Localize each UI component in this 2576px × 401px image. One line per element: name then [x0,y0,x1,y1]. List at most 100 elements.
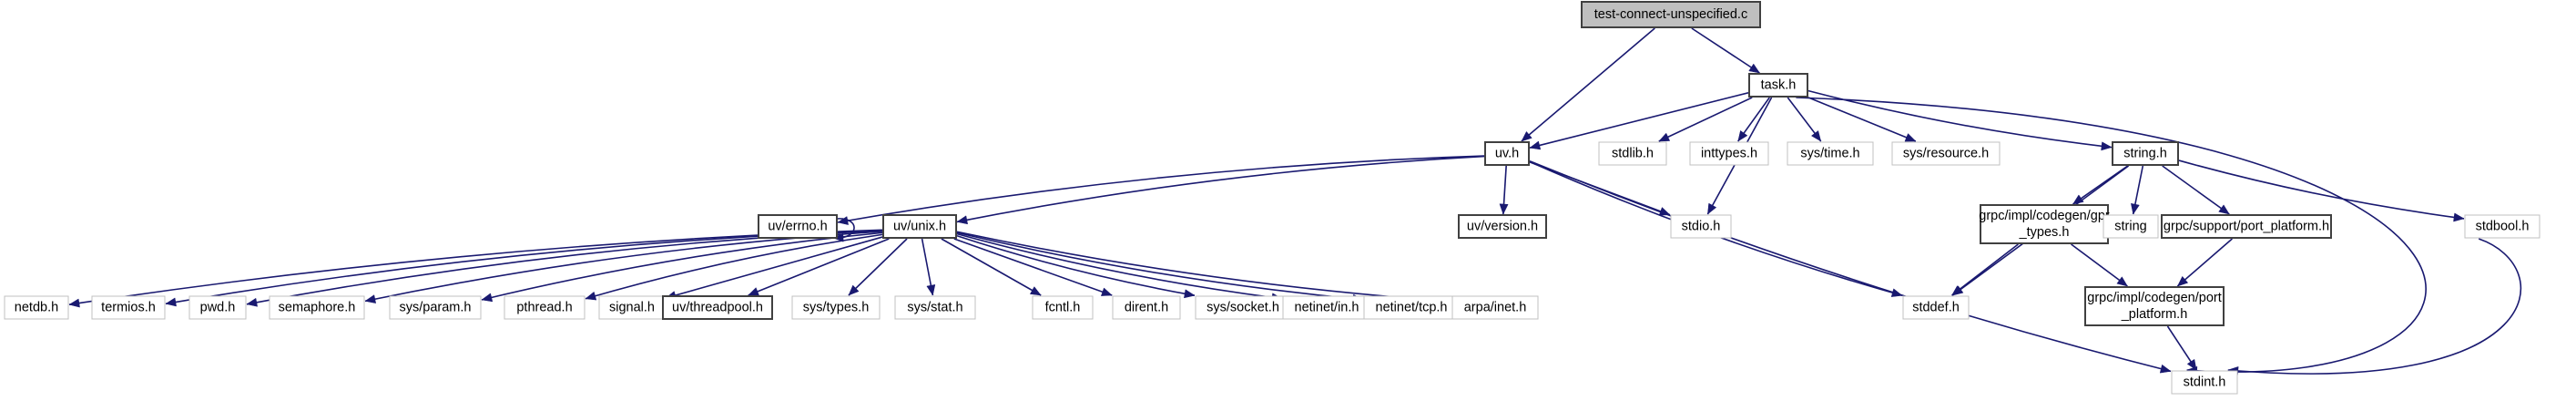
edge-root-to-task-arrow [1748,63,1760,74]
edge-uvunix-to-netdb-arrow [68,298,80,308]
edge-uvunix-to-netinettcp [956,231,1364,301]
edge-string_h-to-gprtypes [2072,165,2129,205]
edge-uvh-to-uvunix-arrow [956,215,968,225]
node-box-pwd[interactable] [188,295,247,320]
node-dirent[interactable]: dirent.h [1112,295,1181,320]
edge-uvunix-to-pwd-arrow [246,297,258,307]
node-stddef[interactable]: stddef.h [1902,295,1970,320]
node-threadpool[interactable]: uv/threadpool.h [662,295,773,320]
node-box-systime[interactable] [1787,141,1874,166]
node-box-fcntl[interactable] [1032,295,1094,320]
node-box-stdbool[interactable] [2464,214,2540,239]
node-gprtypes[interactable]: grpc/impl/codegen/gpr_types.h [1979,204,2110,244]
edge-task-to-uvh [1529,92,1749,149]
node-task[interactable]: task.h [1748,73,1808,98]
node-box-stdint[interactable] [2171,370,2238,395]
node-string_cpp[interactable]: string [2103,214,2159,239]
edge-uvh-to-uverrno-arrow [837,216,849,225]
node-label-semaphore: semaphore.h [279,300,356,314]
node-sysstat[interactable]: sys/stat.h [894,295,976,320]
node-box-semaphore[interactable] [269,295,365,320]
node-inttypes[interactable]: inttypes.h [1689,141,1769,166]
node-box-uverrno[interactable] [758,214,838,239]
node-box-netdb[interactable] [4,295,69,320]
node-termios[interactable]: termios.h [91,295,166,320]
edge-task-to-stdlib [1658,97,1753,142]
edge-uvunix-to-pthread [585,233,883,300]
node-box-root[interactable] [1581,1,1761,28]
node-box-netinettcp[interactable] [1363,295,1460,320]
node-netinetin[interactable]: netinet/in.h [1282,295,1371,320]
node-box-stdio[interactable] [1670,214,1732,239]
node-box-implport[interactable] [2084,286,2225,326]
node-box-pthread[interactable] [504,295,585,320]
edge-uvunix-to-signal [665,236,883,299]
edge-stdbool-to-stdint [2227,238,2522,375]
node-string_h[interactable]: string.h [2112,141,2179,166]
edge-uvunix-to-fcntl-arrow [1029,286,1042,296]
node-box-portplatform[interactable] [2161,214,2332,239]
node-netinettcp[interactable]: netinet/tcp.h [1363,295,1460,320]
node-syssocket[interactable]: sys/socket.h [1195,295,1291,320]
edge-uvunix-to-syssocket [956,235,1196,297]
node-label-dirent: dirent.h [1125,300,1168,314]
node-implport[interactable]: grpc/impl/codegen/port_platform.h [2084,286,2225,326]
node-label-inttypes: inttypes.h [1701,146,1757,160]
node-box-sysresource[interactable] [1891,141,2001,166]
node-uvh[interactable]: uv.h [1484,141,1530,166]
node-stdbool[interactable]: stdbool.h [2464,214,2540,239]
node-pwd[interactable]: pwd.h [188,295,247,320]
node-box-stddef[interactable] [1902,295,1970,320]
node-box-task[interactable] [1748,73,1808,98]
node-box-stdlib[interactable] [1598,141,1667,166]
edge-uvunix-to-netinetin [956,232,1283,300]
edge-uvh-to-uverrno [837,155,1485,223]
node-uverrno[interactable]: uv/errno.h [758,214,838,239]
node-sysresource[interactable]: sys/resource.h [1891,141,2001,166]
node-box-arpainet[interactable] [1451,295,1539,320]
node-netdb[interactable]: netdb.h [4,295,69,320]
node-uvunix[interactable]: uv/unix.h [882,214,957,239]
node-label-root: test-connect-unspecified.c [1594,7,1747,22]
node-semaphore[interactable]: semaphore.h [269,295,365,320]
edge-string_h-to-stdbool-arrow [2453,212,2465,222]
node-box-signal[interactable] [598,295,666,320]
node-box-inttypes[interactable] [1689,141,1769,166]
edge-task-to-sysresource [1807,97,1917,142]
node-signal[interactable]: signal.h [598,295,666,320]
node-pthread[interactable]: pthread.h [504,295,585,320]
node-fcntl[interactable]: fcntl.h [1032,295,1094,320]
node-box-uvh[interactable] [1484,141,1530,166]
node-box-sysparam[interactable] [389,295,482,320]
node-box-sysstat[interactable] [894,295,976,320]
node-root[interactable]: test-connect-unspecified.c [1581,1,1761,28]
node-box-termios[interactable] [91,295,166,320]
node-stdint[interactable]: stdint.h [2171,370,2238,395]
node-label-pthread: pthread.h [516,300,572,314]
node-box-uvunix[interactable] [882,214,957,239]
edge-portplatform-to-implport-arrow [2176,275,2189,287]
edge-gprtypes-to-implport-arrow [2116,276,2128,287]
node-uvversion[interactable]: uv/version.h [1458,214,1547,239]
node-box-netinetin[interactable] [1282,295,1371,320]
node-systypes[interactable]: sys/types.h [791,295,881,320]
node-box-systypes[interactable] [791,295,881,320]
node-arpainet[interactable]: arpa/inet.h [1451,295,1539,320]
node-label-stdio: stdio.h [1682,219,1721,233]
node-sysparam[interactable]: sys/param.h [389,295,482,320]
node-box-string_h[interactable] [2112,141,2179,166]
node-box-uvversion[interactable] [1458,214,1547,239]
edge-uvunix-to-dirent-arrow [1100,287,1113,296]
edge-uvunix-to-dirent [953,238,1113,296]
node-label-pwd: pwd.h [200,300,236,314]
node-box-threadpool[interactable] [662,295,773,320]
node-box-syssocket[interactable] [1195,295,1291,320]
node-box-dirent[interactable] [1112,295,1181,320]
edge-uvunix-to-threadpool-arrow [748,287,759,296]
node-systime[interactable]: sys/time.h [1787,141,1874,166]
node-box-string_cpp[interactable] [2103,214,2159,239]
node-stdlib[interactable]: stdlib.h [1598,141,1667,166]
node-stdio[interactable]: stdio.h [1670,214,1732,239]
node-label-sysparam: sys/param.h [400,300,472,314]
node-portplatform[interactable]: grpc/support/port_platform.h [2161,214,2332,239]
